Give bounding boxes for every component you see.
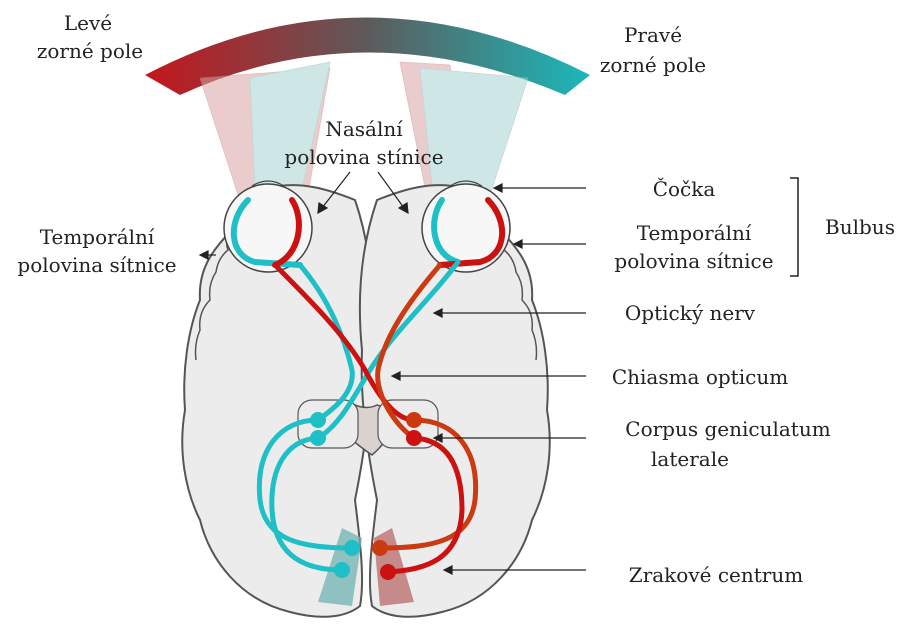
label-left-field-2: zorné pole xyxy=(37,39,143,63)
label-temporal-right-2: polovina sítnice xyxy=(614,249,773,273)
label-temporal-right-1: Temporální xyxy=(637,221,752,245)
label-optic-nerve: Optický nerv xyxy=(625,301,756,325)
label-lgn-1: Corpus geniculatum xyxy=(625,417,830,441)
label-nasal-2: polovina stínice xyxy=(284,145,443,169)
label-left-field-1: Levé xyxy=(64,11,112,35)
bulbus-bracket xyxy=(790,178,798,276)
lgn-left-dot-1 xyxy=(310,412,326,428)
cortex-right-dot-1 xyxy=(372,540,388,556)
cortex-left-dot-1 xyxy=(344,540,360,556)
label-chiasma: Chiasma opticum xyxy=(612,365,788,389)
label-nasal-1: Nasální xyxy=(325,117,403,141)
label-lgn-2: laterale xyxy=(651,447,729,471)
cortex-left-dot-2 xyxy=(334,562,350,578)
label-temporal-left-2: polovina sítnice xyxy=(17,253,176,277)
lgn-right-dot-2 xyxy=(406,430,422,446)
cortex-right-dot-2 xyxy=(380,564,396,580)
label-right-field-2: zorné pole xyxy=(600,53,706,77)
lgn-right-dot-1 xyxy=(406,412,422,428)
label-lens: Čočka xyxy=(653,176,716,201)
lgn-left-dot-2 xyxy=(310,430,326,446)
label-bulbus: Bulbus xyxy=(825,215,895,239)
label-right-field-1: Pravé xyxy=(624,23,682,47)
label-temporal-left-1: Temporální xyxy=(40,225,155,249)
label-visual-center: Zrakové centrum xyxy=(629,563,803,587)
